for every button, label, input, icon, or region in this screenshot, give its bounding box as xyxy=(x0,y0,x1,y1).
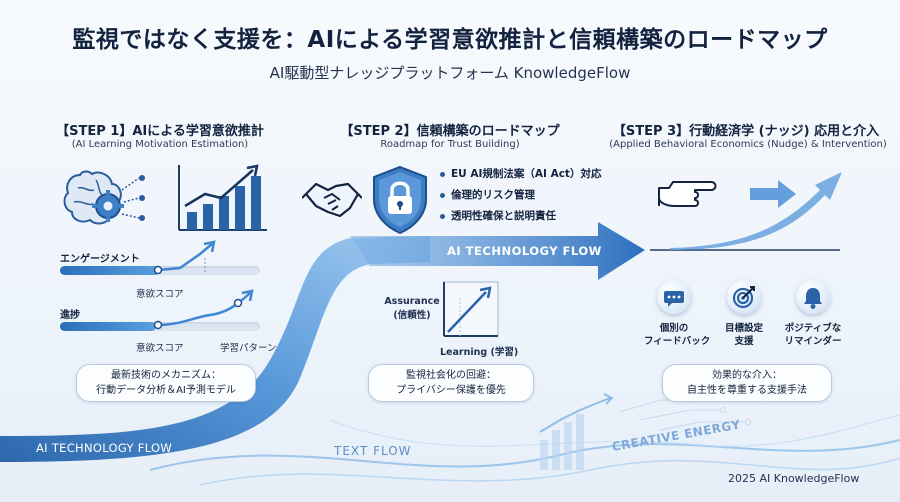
step2-title: 【STEP 2】信頼構築のロードマップ xyxy=(340,124,560,139)
progress-label: 進捗 xyxy=(60,310,80,321)
step1-pill-line2: 行動データ分析＆AI予測モデル xyxy=(96,385,236,396)
engagement-marker-label: 意欲スコア xyxy=(136,289,184,300)
handshake-icon xyxy=(302,182,362,218)
step3-item-reminder-line2: リマインダー xyxy=(784,336,842,347)
brain-gear-icon xyxy=(63,170,145,225)
step3-item-feedback-line1: 個別の xyxy=(659,323,689,334)
page-subtitle: AI駆動型ナレッジプラットフォーム KnowledgeFlow xyxy=(269,64,631,82)
text-flow-label: TEXT FLOW xyxy=(334,444,412,458)
step1-mechanism-pill: 最新技術のメカニズム： 行動データ分析＆AI予測モデル xyxy=(76,364,256,402)
step1-pill-line1: 最新技術のメカニズム： xyxy=(111,370,221,381)
shield-lock-icon xyxy=(373,165,427,235)
ribbon-flow xyxy=(0,236,430,462)
progress-trend xyxy=(153,289,254,330)
step3-item-reminder-line1: ポジティブな xyxy=(784,323,842,334)
step3-item-goal-line1: 目標設定 xyxy=(724,323,763,334)
step2-pill-line2: プライバシー保護を優先 xyxy=(396,385,506,396)
step2-pill-line1: 監視社会化の回避： xyxy=(406,370,496,381)
step1-subtitle: (AI Learning Motivation Estimation) xyxy=(71,139,249,150)
step3-item-goal-line2: 支援 xyxy=(734,336,754,347)
step2-subtitle: Roadmap for Trust Building) xyxy=(380,139,520,150)
assurance-label-ja: (信頼性) xyxy=(393,310,431,321)
growth-bar-chart-icon xyxy=(178,164,267,231)
step3-intervention-pill: 効果的な介入： 自主性を尊重する支援手法 xyxy=(662,364,832,402)
step3-pill-line2: 自主性を尊重する支援手法 xyxy=(687,385,807,396)
step3-item-feedback: 個別の フィードバック xyxy=(644,322,711,348)
trust-graph xyxy=(443,281,499,337)
step3-item-goal: 目標設定 支援 xyxy=(714,322,774,348)
step2-avoidance-pill: 監視社会化の回避： プライバシー保護を優先 xyxy=(368,364,534,402)
pointing-hand-icon xyxy=(658,181,717,207)
top-flow-arrow xyxy=(350,222,645,280)
step3-title: 【STEP 3】行動経済学 (ナッジ) 応用と介入 xyxy=(612,124,880,139)
step3-item-reminder: ポジティブな リマインダー xyxy=(781,322,845,348)
footer-credit: 2025 AI KnowledgeFlow xyxy=(728,472,860,485)
progress-marker-label-2: 学習パターン xyxy=(220,343,277,354)
step2-bullet: 透明性確保と説明責任 xyxy=(440,208,601,223)
nudge-growth-graphic xyxy=(650,172,842,251)
step2-bullet: 倫理的リスク管理 xyxy=(440,187,601,202)
bell-icon xyxy=(796,280,830,314)
step3-item-feedback-line2: フィードバック xyxy=(644,336,711,347)
step3-pill-line1: 効果的な介入： xyxy=(712,370,782,381)
assurance-label-en: Assurance xyxy=(384,296,440,307)
progress-marker-label-1: 意欲スコア xyxy=(136,343,184,354)
learning-axis-label: Learning (学習) xyxy=(440,347,519,358)
step2-bullet: EU AI規制法案（AI Act）対応 xyxy=(440,166,601,181)
assurance-label: Assurance (信頼性) xyxy=(382,296,442,321)
page-title: 監視ではなく支援を：AIによる学習意欲推計と信頼構築のロードマップ xyxy=(72,27,828,53)
engagement-label: エンゲージメント xyxy=(60,254,140,265)
engagement-trend xyxy=(153,240,216,274)
target-icon xyxy=(727,280,761,314)
chat-bubble-icon xyxy=(657,280,691,314)
step1-title: 【STEP 1】AIによる学習意欲推計 xyxy=(56,124,264,139)
bottom-flow-label: AI TECHNOLOGY FLOW xyxy=(36,441,173,455)
step3-subtitle: (Applied Behavioral Economics (Nudge) & … xyxy=(609,139,887,150)
top-flow-label: AI TECHNOLOGY FLOW xyxy=(447,244,602,258)
step2-bullet-list: EU AI規制法案（AI Act）対応 倫理的リスク管理 透明性確保と説明責任 xyxy=(440,166,601,229)
